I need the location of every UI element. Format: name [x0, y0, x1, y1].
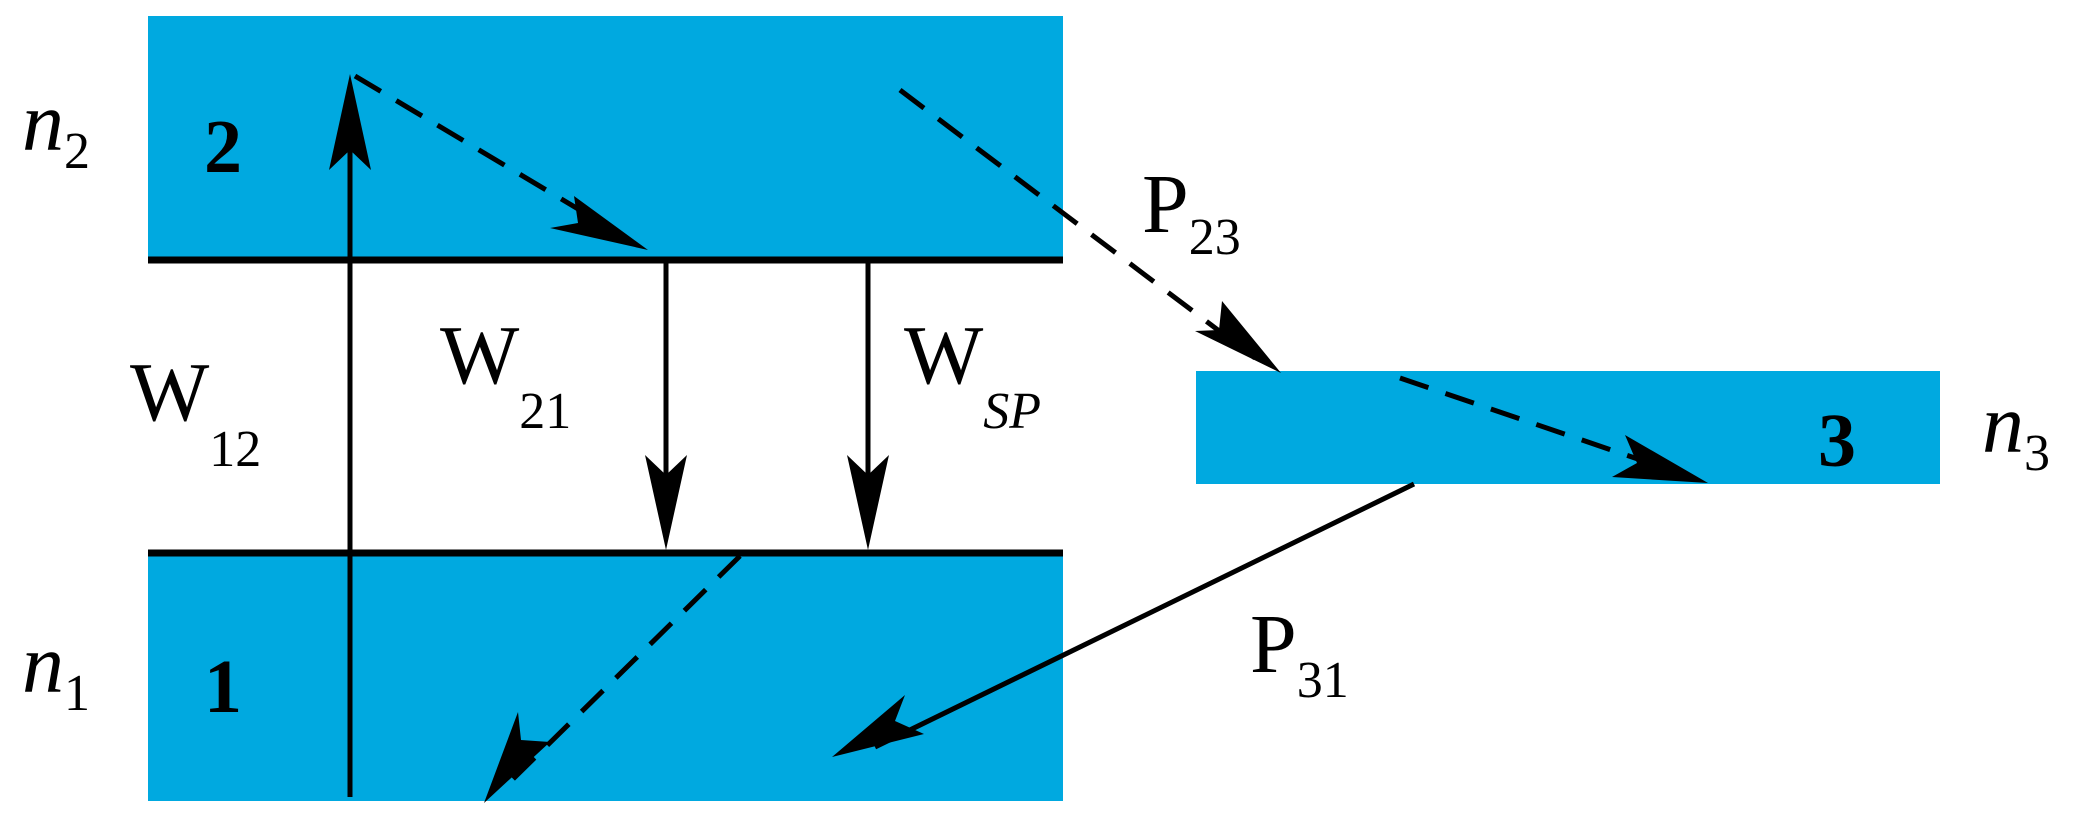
population-n1-subscript: 1	[64, 665, 90, 722]
wsp-label: WSP	[904, 309, 1041, 440]
p31-label: P31	[1250, 598, 1349, 709]
w12-label: W12	[130, 346, 261, 478]
w12-subscript: 12	[209, 421, 261, 478]
band1-relaxation-dashed-arrow	[510, 554, 742, 782]
w21-symbol: W	[440, 309, 520, 402]
wsp-arrowhead	[847, 455, 889, 550]
population-n3-subscript: 3	[2024, 425, 2050, 482]
p31-arrow	[873, 481, 1416, 750]
level-3-number: 3	[1818, 399, 1856, 483]
p31-symbol: P	[1250, 598, 1297, 691]
band3-relaxation-arrowhead	[1612, 435, 1708, 483]
population-n2-symbol: n	[22, 76, 64, 169]
population-n2-label: n2	[22, 76, 90, 180]
population-n3-symbol: n	[1982, 378, 2024, 471]
p23-dashed-arrow	[898, 88, 1257, 360]
population-n3-label: n3	[1982, 378, 2050, 482]
wsp-subscript: SP	[983, 383, 1041, 440]
p23-arrowhead	[1195, 301, 1281, 373]
p31-arrowhead	[832, 695, 924, 757]
population-n1-label: n1	[22, 618, 90, 722]
population-n2-subscript: 2	[64, 123, 90, 180]
band2-relaxation-arrowhead	[550, 196, 648, 250]
population-n1-symbol: n	[22, 618, 64, 711]
p23-label: P23	[1142, 158, 1241, 266]
w21-label: W21	[440, 309, 571, 440]
wsp-symbol: W	[904, 309, 984, 402]
band1-relaxation-arrowhead	[484, 712, 550, 803]
w21-arrowhead	[645, 455, 687, 550]
band-level-1	[148, 553, 1063, 801]
band-level-3	[1196, 371, 1940, 484]
p23-subscript: 23	[1189, 209, 1241, 266]
p31-subscript: 31	[1297, 652, 1349, 709]
level-1-number: 1	[204, 645, 242, 729]
w12-arrowhead	[329, 74, 371, 170]
w12-symbol: W	[130, 346, 210, 439]
level-2-number: 2	[204, 105, 242, 189]
w21-subscript: 21	[519, 383, 571, 440]
p23-symbol: P	[1142, 158, 1189, 251]
